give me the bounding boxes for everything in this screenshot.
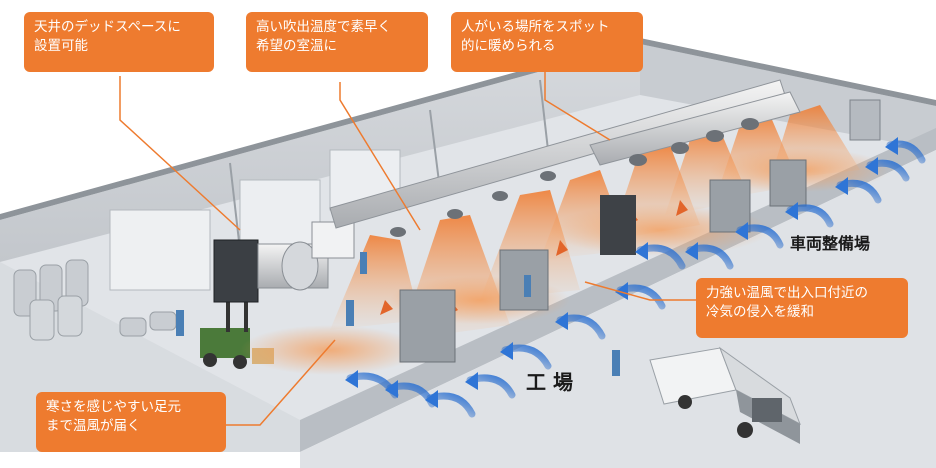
callout-ceiling-install: 天井のデッドスペースに 設置可能 xyxy=(24,12,214,72)
callout-floor-warm-air: 寒さを感じやすい足元 まで温風が届く xyxy=(36,392,226,452)
duct-outlet xyxy=(741,118,759,130)
cold-arrow-heads xyxy=(345,137,898,408)
shutter-door xyxy=(769,159,807,207)
zone-label-vehicle-maintenance: 車両整備場 xyxy=(790,234,871,253)
drum xyxy=(149,311,177,331)
worker xyxy=(346,300,354,326)
duct-outlet xyxy=(671,142,689,154)
floor-warm-glow xyxy=(240,325,420,375)
rack xyxy=(239,179,321,251)
duct-outlet xyxy=(540,171,556,181)
shutter-doors xyxy=(399,159,807,363)
shutter-door xyxy=(499,249,549,311)
shutter-door xyxy=(709,179,751,233)
partition-3 xyxy=(539,79,549,151)
partition-1 xyxy=(229,162,241,251)
workers xyxy=(176,252,620,376)
rack xyxy=(109,209,211,291)
duct-outlet xyxy=(706,130,724,142)
zone-label-factory: 工 場 xyxy=(526,370,573,394)
duct-outlet xyxy=(629,154,647,166)
heater-grille xyxy=(213,239,259,303)
air-duct xyxy=(329,79,801,237)
cabinet xyxy=(849,99,881,141)
storage-area xyxy=(13,99,881,341)
dark-doorway xyxy=(600,195,636,255)
worker xyxy=(176,310,184,336)
callout-entrance-cold-air: 力強い温風で出入口付近の 冷気の侵入を緩和 xyxy=(696,278,908,338)
duct-outlet xyxy=(447,209,463,219)
worker xyxy=(524,275,531,297)
truck xyxy=(649,346,801,444)
drum xyxy=(119,317,147,337)
callout-spot-heating: 人がいる場所をスポット 的に暖められる xyxy=(451,12,643,72)
back-wall xyxy=(0,44,640,262)
drum xyxy=(29,299,55,341)
duct-outlet xyxy=(492,191,508,201)
duct-outlet xyxy=(390,227,406,237)
callout-leaders xyxy=(119,70,700,426)
worker xyxy=(360,252,367,274)
callout-high-temperature: 高い吹出温度で素早く 希望の室温に xyxy=(246,12,428,72)
shutter-door xyxy=(399,289,456,363)
drum xyxy=(57,295,83,337)
heater-unit xyxy=(213,221,355,303)
worker xyxy=(612,350,620,376)
